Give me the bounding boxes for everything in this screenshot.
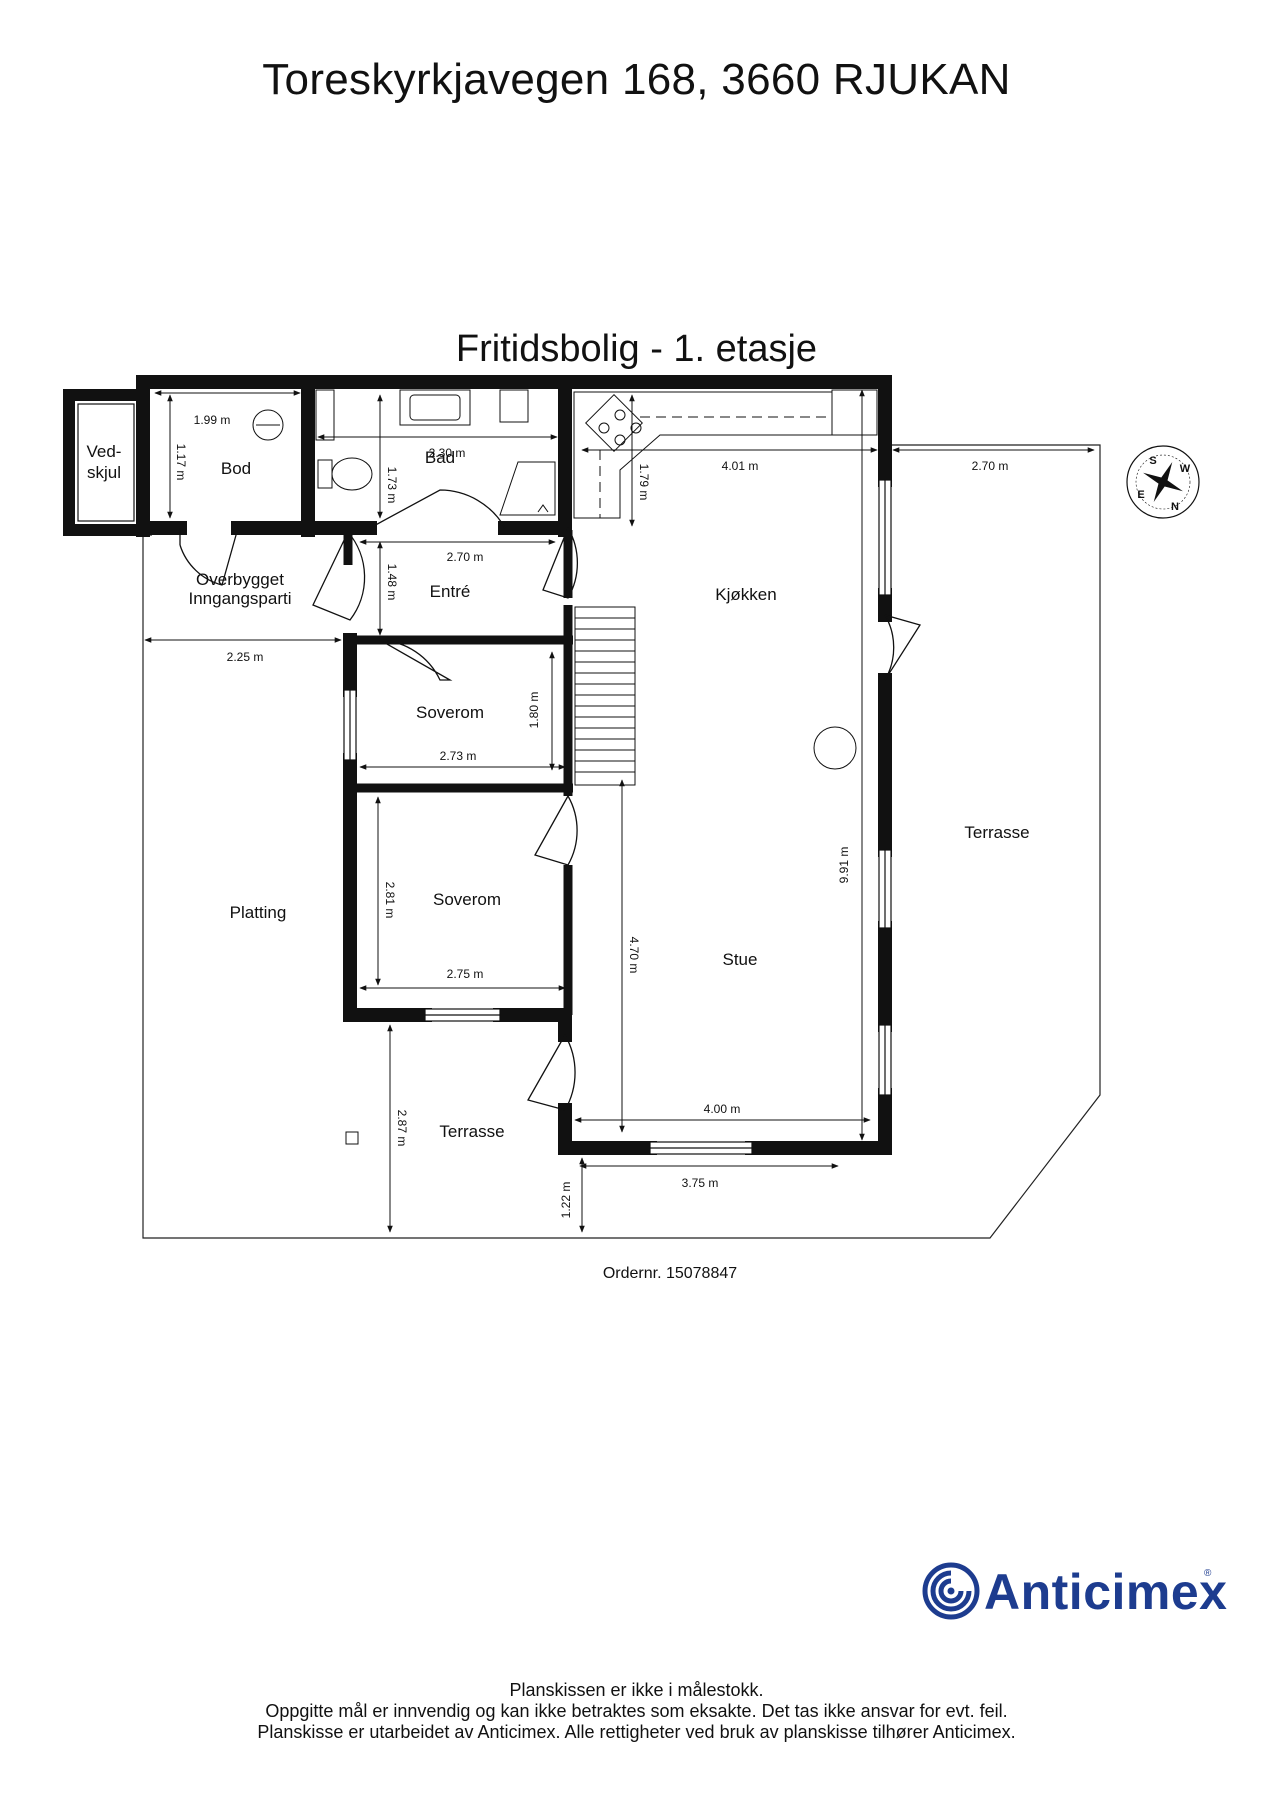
compass-w: W xyxy=(1180,463,1191,475)
dim-soverom2-width: 2.75 m xyxy=(447,967,484,981)
fireplace xyxy=(813,726,857,770)
disclaimer: Planskissen er ikke i målestokk. Oppgitt… xyxy=(0,1680,1273,1743)
dim-bod-depth: 1.17 m xyxy=(174,444,188,481)
anticimex-logo-icon xyxy=(922,1562,980,1620)
kitchen-fixtures xyxy=(573,389,878,519)
interior-walls xyxy=(343,530,573,1015)
room-vedskjul-line1: Ved- xyxy=(87,442,122,461)
dim-bod-width: 1.99 m xyxy=(194,413,231,427)
dim-stue-depth: 4.70 m xyxy=(627,937,641,974)
brand-name: Anticimex xyxy=(984,1564,1228,1620)
dim-soverom1-depth: 1.80 m xyxy=(527,692,541,729)
bod-fixtures xyxy=(252,409,284,441)
dimension-labels: 1.99 m 1.17 m 2.30 m 1.73 m 1.79 m 4.01 … xyxy=(174,413,1008,1218)
windows xyxy=(343,479,892,1155)
bad-fixtures xyxy=(315,389,556,516)
room-platting: Platting xyxy=(230,903,287,922)
compass: N S W E xyxy=(1126,445,1200,519)
room-bod: Bod xyxy=(221,459,251,478)
dim-soverom1-width: 2.73 m xyxy=(440,749,477,763)
dim-stue-width: 4.00 m xyxy=(704,1102,741,1116)
room-entre: Entré xyxy=(430,582,471,601)
staircase xyxy=(574,606,636,786)
room-labels: Ved- skjul Bod Bad Overbygget Inngangspa… xyxy=(87,442,1030,1141)
order-number: Ordernr. 15078847 xyxy=(602,1265,738,1282)
disclaimer-line-2: Oppgitte mål er innvendig og kan ikke be… xyxy=(265,1701,1008,1721)
room-terrasse-south: Terrasse xyxy=(439,1122,504,1141)
dim-entre-width: 2.70 m xyxy=(447,550,484,564)
dim-terrasse-south-width: 3.75 m xyxy=(682,1176,719,1190)
dim-terrasse-south-depth: 1.22 m xyxy=(559,1182,573,1219)
compass-n: N xyxy=(1171,501,1179,513)
dimension-lines xyxy=(144,389,1095,1233)
dim-soverom2-depth: 2.81 m xyxy=(383,882,397,919)
walls xyxy=(136,375,892,1155)
dim-terrasse-width: 2.70 m xyxy=(972,459,1009,473)
compass-s: S xyxy=(1149,455,1156,467)
room-kjokken: Kjøkken xyxy=(715,585,776,604)
room-terrasse-east: Terrasse xyxy=(964,823,1029,842)
page-title: Toreskyrkjavegen 168, 3660 RJUKAN xyxy=(262,55,1011,104)
dim-total-depth: 9.91 m xyxy=(837,847,851,884)
room-overbygget-line2: Inngangsparti xyxy=(188,589,291,608)
dim-kitchen-width: 4.01 m xyxy=(722,459,759,473)
dim-entre-depth: 1.48 m xyxy=(385,564,399,601)
dim-kitchen-depth: 1.79 m xyxy=(637,464,651,501)
room-stue: Stue xyxy=(723,950,758,969)
dim-bad-depth: 1.73 m xyxy=(385,467,399,504)
compass-e: E xyxy=(1137,489,1144,501)
disclaimer-line-1: Planskissen er ikke i målestokk. xyxy=(509,1680,764,1700)
room-soverom-1: Soverom xyxy=(416,703,484,722)
doors xyxy=(179,489,922,1111)
dim-terrasse-depth: 2.87 m xyxy=(395,1110,409,1147)
floor-title: Fritidsbolig - 1. etasje xyxy=(455,328,818,370)
room-overbygget-line1: Overbygget xyxy=(196,570,284,589)
dim-platting-width: 2.25 m xyxy=(227,650,264,664)
disclaimer-line-3: Planskisse er utarbeidet av Anticimex. A… xyxy=(257,1722,1016,1742)
brand-registered-mark: ® xyxy=(1204,1568,1212,1579)
deck-post xyxy=(345,1131,359,1145)
brand-logo: Anticimex ® xyxy=(922,1562,1227,1622)
room-soverom-2: Soverom xyxy=(433,890,501,909)
dim-bad-width: 2.30 m xyxy=(429,446,466,460)
room-vedskjul-line2: skjul xyxy=(87,463,121,482)
room-bad: Bad xyxy=(425,448,455,467)
